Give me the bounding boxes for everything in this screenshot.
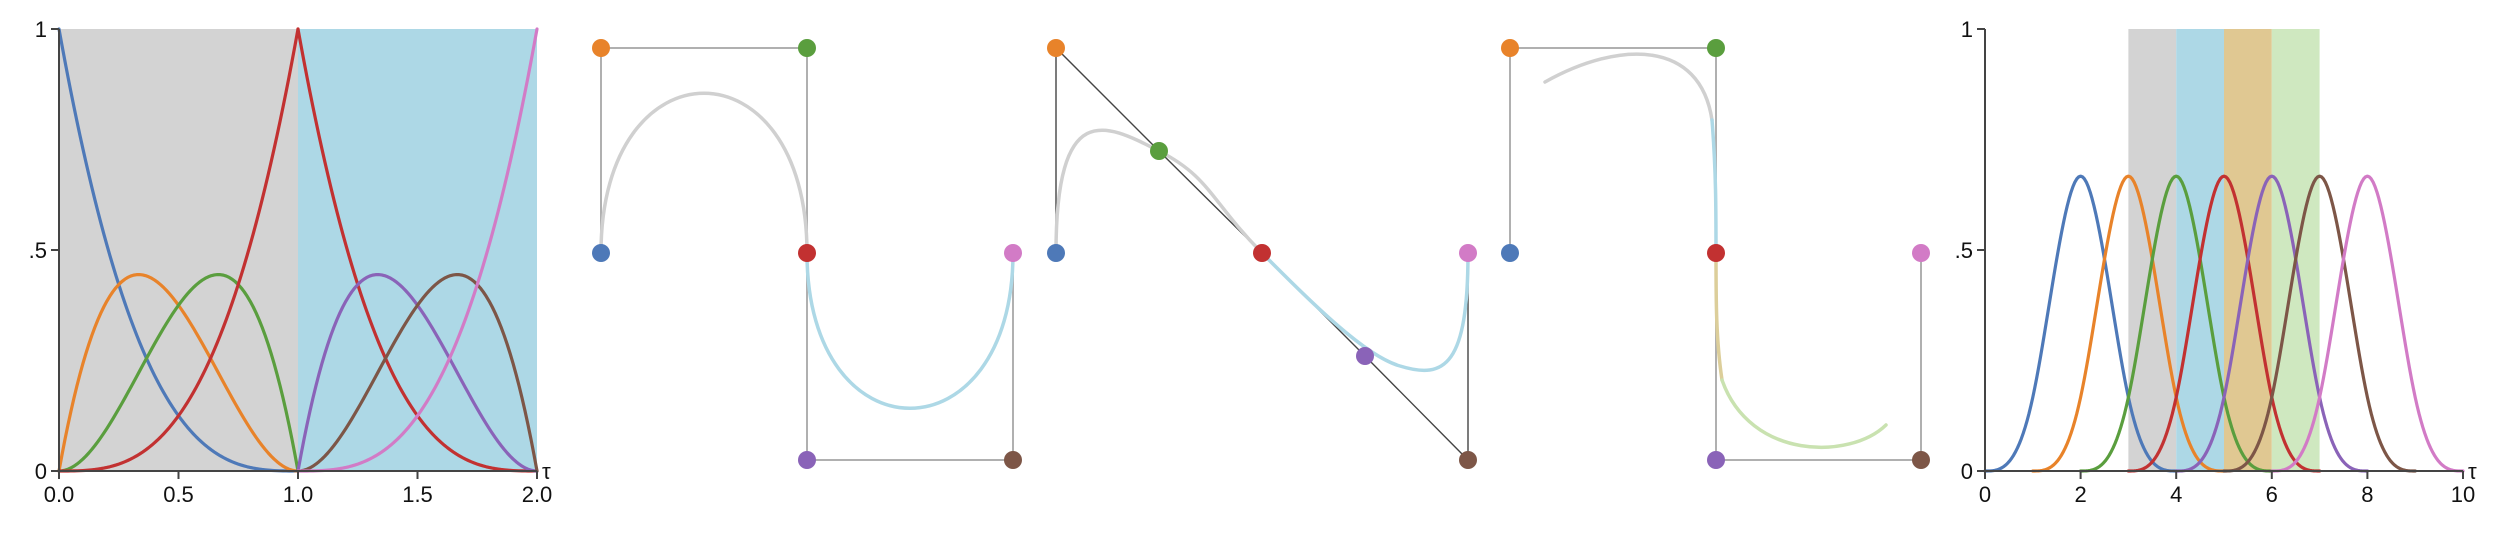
- bspline-basis-curve: [2270, 174, 2465, 473]
- bernstein-basis-curve: [296, 27, 539, 473]
- panel_a-y-tick-label: 1: [35, 17, 47, 42]
- panel-control-polygon-1: [592, 39, 1022, 469]
- knot-band: [298, 29, 537, 471]
- bspline-basis-curve: [2222, 174, 2417, 473]
- panel_b-x-tick-label: 10: [2451, 482, 2475, 507]
- panel_a-x-tick-label: 1.5: [402, 482, 433, 507]
- control-point[interactable]: [1707, 244, 1725, 262]
- spline-segment-2: [805, 251, 1015, 410]
- control-point[interactable]: [1912, 451, 1930, 469]
- panel_b-axis-symbol: τ: [2468, 459, 2477, 484]
- control-point[interactable]: [1047, 244, 1065, 262]
- knot-band: [59, 29, 298, 471]
- spline-segment-1: [1054, 128, 1264, 255]
- bernstein-basis-curve: [57, 272, 300, 473]
- spline-segment-1: [599, 91, 809, 255]
- bspline-basis-curve: [1983, 174, 2178, 473]
- control-point[interactable]: [1356, 347, 1374, 365]
- control-point[interactable]: [1004, 244, 1022, 262]
- panel_b-y-tick-label: 0: [1961, 459, 1973, 484]
- panel_b-x-tick-label: 2: [2074, 482, 2086, 507]
- control-point[interactable]: [1912, 244, 1930, 262]
- panel_a-x-tick-label: 1.0: [283, 482, 314, 507]
- panel_a-x-tick-label: 2.0: [522, 482, 553, 507]
- spline-segment-1: [1543, 52, 1714, 122]
- bernstein-basis-curve: [296, 272, 539, 473]
- control-points-2: [1047, 39, 1477, 469]
- control-point[interactable]: [1501, 244, 1519, 262]
- spline-segment-2: [1260, 251, 1470, 373]
- control-points-1: [592, 39, 1022, 469]
- panel_a-axis-symbol: τ: [542, 459, 551, 484]
- control-point[interactable]: [1707, 39, 1725, 57]
- panel-uniform-bspline-basis: 0 2 4 6 8 10 0 .5 1 τ: [1955, 17, 2477, 507]
- bspline-basis-curve: [2174, 174, 2369, 473]
- bspline-basis-curve: [2126, 174, 2322, 473]
- control-point[interactable]: [798, 39, 816, 57]
- control-point[interactable]: [798, 451, 816, 469]
- control-point[interactable]: [1707, 451, 1725, 469]
- spline-segment-2: [1710, 118, 1718, 255]
- control-point[interactable]: [1150, 142, 1168, 160]
- control-point[interactable]: [798, 244, 816, 262]
- control-point[interactable]: [1047, 39, 1065, 57]
- panel_b-x-tick-label: 8: [2361, 482, 2373, 507]
- panel-control-polygon-3: [1501, 39, 1930, 469]
- panelA-knot-bands: [59, 29, 537, 471]
- spline-segment-4: [1720, 378, 1888, 449]
- spline-segment-3: [1714, 251, 1724, 382]
- panel-control-polygon-2: [1047, 39, 1477, 469]
- control-point[interactable]: [1459, 244, 1477, 262]
- control-point[interactable]: [592, 39, 610, 57]
- panel_a-x-tick-label: 0.0: [44, 482, 75, 507]
- panelB-axes: 0 2 4 6 8 10 0 .5 1 τ: [1955, 17, 2477, 507]
- bspline-basis-curve: [2079, 174, 2274, 473]
- control-point[interactable]: [1253, 244, 1271, 262]
- bspline-basis-curve: [2031, 174, 2226, 473]
- control-point[interactable]: [1004, 451, 1022, 469]
- bernstein-basis-curve: [57, 27, 300, 473]
- panel_b-x-tick-label: 0: [1979, 482, 1991, 507]
- panel_a-y-tick-label: 0: [35, 459, 47, 484]
- panelB-basis-curves: [1983, 174, 2465, 473]
- control-point[interactable]: [1459, 451, 1477, 469]
- panel_a-x-tick-label: 0.5: [163, 482, 194, 507]
- panelB-knot-bands: [2128, 29, 2320, 471]
- panelA-basis-curves: [57, 27, 539, 473]
- control-point[interactable]: [592, 244, 610, 262]
- control-point[interactable]: [1501, 39, 1519, 57]
- panel_a-y-tick-label: .5: [29, 238, 47, 263]
- control-points-3: [1501, 39, 1930, 469]
- panel_b-x-tick-label: 4: [2170, 482, 2182, 507]
- panel_b-y-tick-label: 1: [1961, 17, 1973, 42]
- panel_b-x-tick-label: 6: [2266, 482, 2278, 507]
- panel_b-y-tick-label: .5: [1955, 238, 1973, 263]
